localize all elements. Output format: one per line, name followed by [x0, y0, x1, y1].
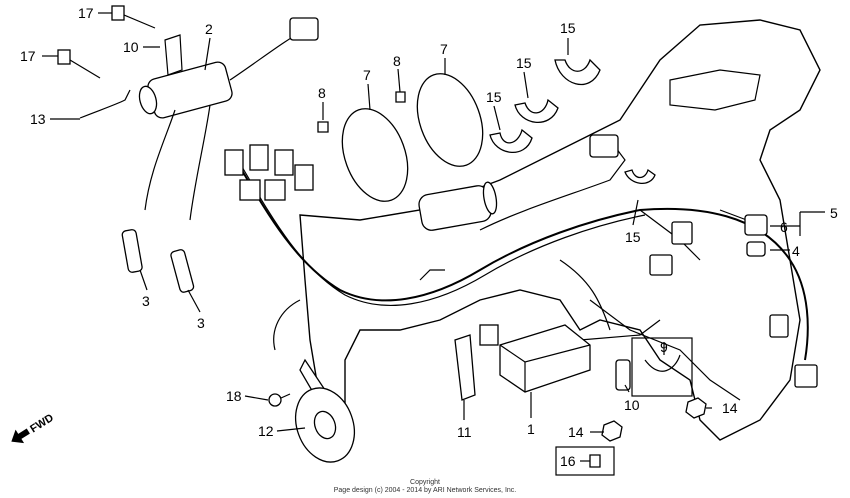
callout-13: 13 [30, 111, 46, 127]
wire-clip [644, 354, 681, 372]
turn-signal-relay [744, 214, 768, 236]
copyright-line-2: Page design (c) 2004 - 2014 by ARI Netwo… [333, 487, 517, 494]
headlight-band-left [341, 108, 409, 202]
headlight-band-right [416, 73, 484, 167]
ignition-coil [138, 17, 319, 221]
wiring-harness-branch [234, 154, 646, 306]
harness-branch-g [579, 319, 661, 341]
screw-16 [589, 454, 601, 468]
callout-2: 2 [205, 21, 213, 37]
spark-plug-cap-right [170, 249, 195, 293]
callout-6: 6 [780, 219, 788, 235]
spark-plug-cap-left [121, 229, 143, 273]
callout-15-mid: 15 [516, 55, 532, 71]
callout-3-left: 3 [142, 293, 150, 309]
callout-14-right: 14 [722, 400, 738, 416]
callout-7-right: 7 [440, 41, 448, 57]
callout-12: 12 [258, 423, 274, 439]
fwd-arrow-icon: FWD [11, 412, 56, 444]
callout-4: 4 [792, 243, 800, 259]
callout-14-bottom: 14 [568, 424, 584, 440]
clip-top [164, 34, 183, 76]
clamp-upper [554, 58, 601, 86]
connector-upper [589, 134, 619, 158]
bolt-top [111, 5, 156, 29]
bracket-box [631, 337, 693, 397]
mounting-bracket [454, 334, 476, 401]
connector-mid [649, 254, 673, 276]
connector-side [671, 221, 693, 245]
callout-5: 5 [830, 205, 838, 221]
item16-box [555, 446, 615, 476]
callout-11: 11 [457, 424, 472, 440]
callout-3-right: 3 [197, 315, 205, 331]
starter-relay-unit [418, 181, 498, 231]
callout-1: 1 [527, 421, 535, 437]
callout-15-frame: 15 [625, 229, 641, 245]
callout-15-top: 15 [560, 20, 576, 36]
callout-16: 16 [560, 453, 576, 469]
horn-bolt [268, 393, 291, 407]
screw-left [317, 121, 329, 133]
callout-15-low: 15 [486, 89, 502, 105]
clamp-middle [514, 98, 559, 124]
regulator-rectifier [499, 324, 591, 393]
callout-8-left: 8 [318, 85, 326, 101]
copyright-line-1: Copyright [410, 479, 440, 486]
harness-branch-d [419, 269, 445, 281]
connector-right-a [769, 314, 789, 338]
callout-18: 18 [226, 388, 242, 404]
nut-right [685, 397, 707, 419]
connector-right-b [794, 364, 818, 388]
bracket-connector [479, 324, 499, 346]
nut-bottom [601, 420, 623, 442]
callout-8-right: 8 [393, 53, 401, 69]
harness-branch-b [559, 259, 611, 331]
callout-17-lower: 17 [20, 48, 36, 64]
callout-7-left: 7 [363, 67, 371, 83]
frame-rail [589, 299, 741, 401]
clamp-lower [489, 128, 533, 154]
harness-branch-c [273, 299, 301, 351]
callout-17-top: 17 [78, 5, 94, 21]
fwd-label: FWD [28, 412, 56, 435]
relay-rubber-mount [746, 241, 766, 257]
frame-cutout [669, 69, 761, 111]
clip-lower [615, 359, 631, 391]
callout-9: 9 [660, 339, 668, 355]
callout-10-top: 10 [123, 39, 139, 55]
bolt-lower [57, 49, 101, 79]
horn [295, 358, 355, 463]
leader-lines [42, 12, 825, 462]
frame-outline [299, 19, 821, 442]
connector-cluster [224, 144, 314, 201]
clamp-frame [624, 168, 656, 184]
screw-right [395, 91, 406, 103]
ground-wire [79, 89, 131, 119]
harness-branch-a [479, 139, 626, 231]
callout-10-lower: 10 [624, 397, 640, 413]
